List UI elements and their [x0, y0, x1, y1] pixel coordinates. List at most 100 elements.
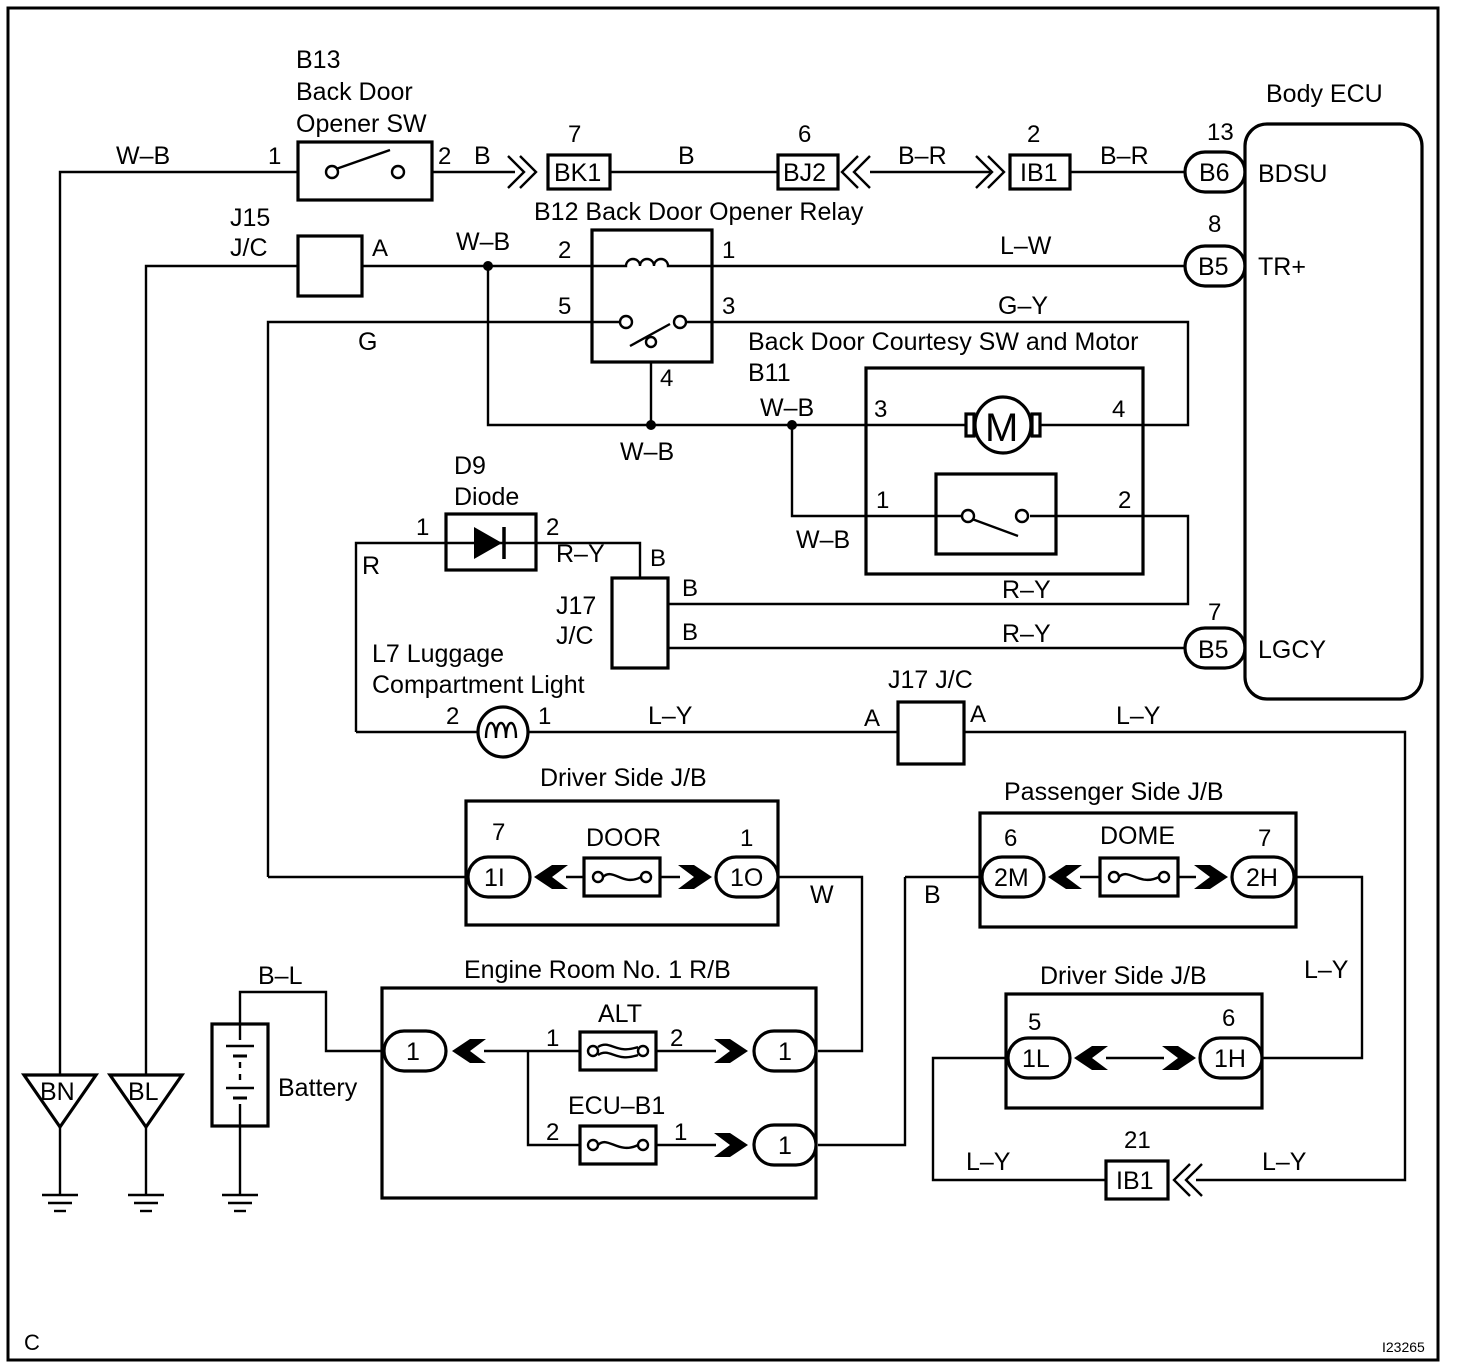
- j15-pin: A: [372, 235, 388, 262]
- conn-in-label: 1: [406, 1038, 420, 1066]
- jb-passenger-title: Passenger Side J/B: [1004, 778, 1224, 806]
- b11-id: B11: [748, 359, 791, 387]
- wire-g: G: [358, 328, 377, 356]
- conn-2m-label: 2M: [994, 864, 1029, 892]
- j17a-pinb2: B: [682, 575, 698, 602]
- ground-point-bn: BN: [20, 1073, 100, 1130]
- b11-pin3: 3: [874, 396, 887, 423]
- j17b-pina1: A: [864, 705, 880, 732]
- b5-tr-label: B5: [1198, 253, 1229, 281]
- j17a-name: J/C: [556, 622, 594, 650]
- fuse-dome-label: DOME: [1100, 822, 1175, 850]
- connector-b6: B6 13: [1183, 119, 1247, 194]
- l7-line1: L7 Luggage: [372, 640, 504, 668]
- wire-wb-j15: W–B: [456, 228, 510, 256]
- conn-1l-label: 1L: [1022, 1045, 1050, 1073]
- wire-b-b: B: [678, 142, 695, 170]
- b12-label: B12 Back Door Opener Relay: [534, 198, 864, 226]
- wire-ry-lgcy: R–Y: [1002, 620, 1051, 648]
- b6-pin: 13: [1207, 119, 1234, 146]
- b13-line1: Back Door: [296, 78, 413, 106]
- ground-bl-label: BL: [128, 1078, 159, 1106]
- junction-j17-b: J17 J/C A A: [864, 666, 986, 766]
- j17a-pinb1: B: [650, 545, 666, 572]
- wire-ly-right: L–Y: [1116, 702, 1161, 730]
- b12-pin5: 5: [558, 293, 571, 320]
- jb-driver-top-title: Driver Side J/B: [540, 764, 707, 792]
- conn-1l-pin: 5: [1028, 1009, 1041, 1036]
- ib1-top-pin: 2: [1027, 121, 1040, 148]
- engine-room-relay-block: Engine Room No. 1 R/B ALT 1 2 ECU–B1 2 1…: [380, 956, 818, 1200]
- b13-pin2: 2: [438, 143, 451, 170]
- jb-driver-bot-title: Driver Side J/B: [1040, 962, 1207, 990]
- connector-bk1: BK1 7: [507, 121, 612, 191]
- wire-br-b: B–R: [1100, 142, 1149, 170]
- wire-r: R: [362, 552, 380, 580]
- ecu-title: Body ECU: [1266, 80, 1383, 108]
- conn-1h-label: 1H: [1214, 1045, 1246, 1073]
- junction-j15: J15 J/C A: [230, 204, 388, 298]
- ground-symbols: [42, 1193, 258, 1213]
- fuse-ecub1-label: ECU–B1: [568, 1092, 665, 1120]
- b12-pin2: 2: [558, 237, 571, 264]
- conn-out-alt-label: 1: [778, 1038, 792, 1066]
- j15-name: J/C: [230, 234, 268, 262]
- battery-label: Battery: [278, 1074, 358, 1102]
- b13-pin1: 1: [268, 143, 281, 170]
- connector-ib1-bottom: IB1 21: [1104, 1127, 1203, 1201]
- conn-1i-label: 1I: [484, 864, 505, 892]
- back-door-opener-switch: B13 Back Door Opener SW 1 2: [268, 46, 451, 202]
- back-door-courtesy-switch-motor: M Back Door Courtesy SW and Motor B11 3 …: [748, 328, 1145, 576]
- diagram-frame: [6, 6, 1440, 1362]
- wire-gy: G–Y: [998, 292, 1048, 320]
- fuse-alt-label: ALT: [598, 1000, 642, 1028]
- wire-ly-ib1-left: L–Y: [966, 1148, 1011, 1176]
- b6-label: B6: [1199, 159, 1230, 187]
- j17a-pinb3: B: [682, 619, 698, 646]
- j15-id: J15: [230, 204, 270, 232]
- bj2-pin: 6: [798, 121, 811, 148]
- d9-id: D9: [454, 452, 486, 480]
- conn-2h-label: 2H: [1246, 864, 1278, 892]
- bk1-label: BK1: [554, 159, 601, 187]
- passenger-side-junction-block: Passenger Side J/B DOME 2M 6 2H 7: [978, 778, 1298, 929]
- body-ecu: Body ECU BDSU TR+ LGCY: [1243, 80, 1424, 701]
- conn-1o-label: 1O: [730, 864, 763, 892]
- b12-pin3: 3: [722, 293, 735, 320]
- b5-lg-pin: 7: [1208, 599, 1221, 626]
- ib1-top-label: IB1: [1020, 159, 1058, 187]
- b13-line2: Opener SW: [296, 110, 427, 138]
- corner-letter: C: [24, 1330, 40, 1355]
- connector-b5-tr: B5 8: [1183, 211, 1247, 288]
- b11-pin4: 4: [1112, 396, 1125, 423]
- wire-wb-top: W–B: [116, 142, 170, 170]
- ground-bn-label: BN: [40, 1078, 75, 1106]
- figure-id: I23265: [1382, 1339, 1425, 1355]
- b12-pin1: 1: [722, 237, 735, 264]
- b11-pin1: 1: [876, 487, 889, 514]
- b11-label: Back Door Courtesy SW and Motor: [748, 328, 1138, 356]
- wire-wb-sw1: W–B: [796, 526, 850, 554]
- j17b-label: J17 J/C: [888, 666, 973, 694]
- luggage-compartment-light: L7 Luggage Compartment Light 2 1: [372, 640, 585, 759]
- bk1-pin: 7: [568, 121, 581, 148]
- diode-d9: D9 Diode 1 2: [416, 452, 559, 572]
- wire-ly-ib1-right: L–Y: [1262, 1148, 1307, 1176]
- wire-ry-diode: R–Y: [556, 540, 605, 568]
- d9-pin2: 2: [546, 514, 559, 541]
- back-door-opener-relay: B12 Back Door Opener Relay 2 1 5 3 4: [534, 198, 864, 392]
- conn-out-ecu-label: 1: [778, 1132, 792, 1160]
- wire-ly-pass: L–Y: [1304, 956, 1349, 984]
- bj2-label: BJ2: [783, 159, 826, 187]
- wire-w: W: [810, 881, 834, 909]
- ecu-bdsu: BDSU: [1258, 160, 1327, 188]
- fuse-door-label: DOOR: [586, 824, 661, 852]
- alt-pin1: 1: [546, 1025, 559, 1052]
- wire-wb-relay4: W–B: [620, 438, 674, 466]
- ib1-bot-label: IB1: [1116, 1167, 1154, 1195]
- j17b-pina2: A: [970, 701, 986, 728]
- connector-b5-lg: B5 7: [1183, 599, 1247, 670]
- b5-lg-label: B5: [1198, 636, 1229, 664]
- wire-bl: B–L: [258, 962, 303, 990]
